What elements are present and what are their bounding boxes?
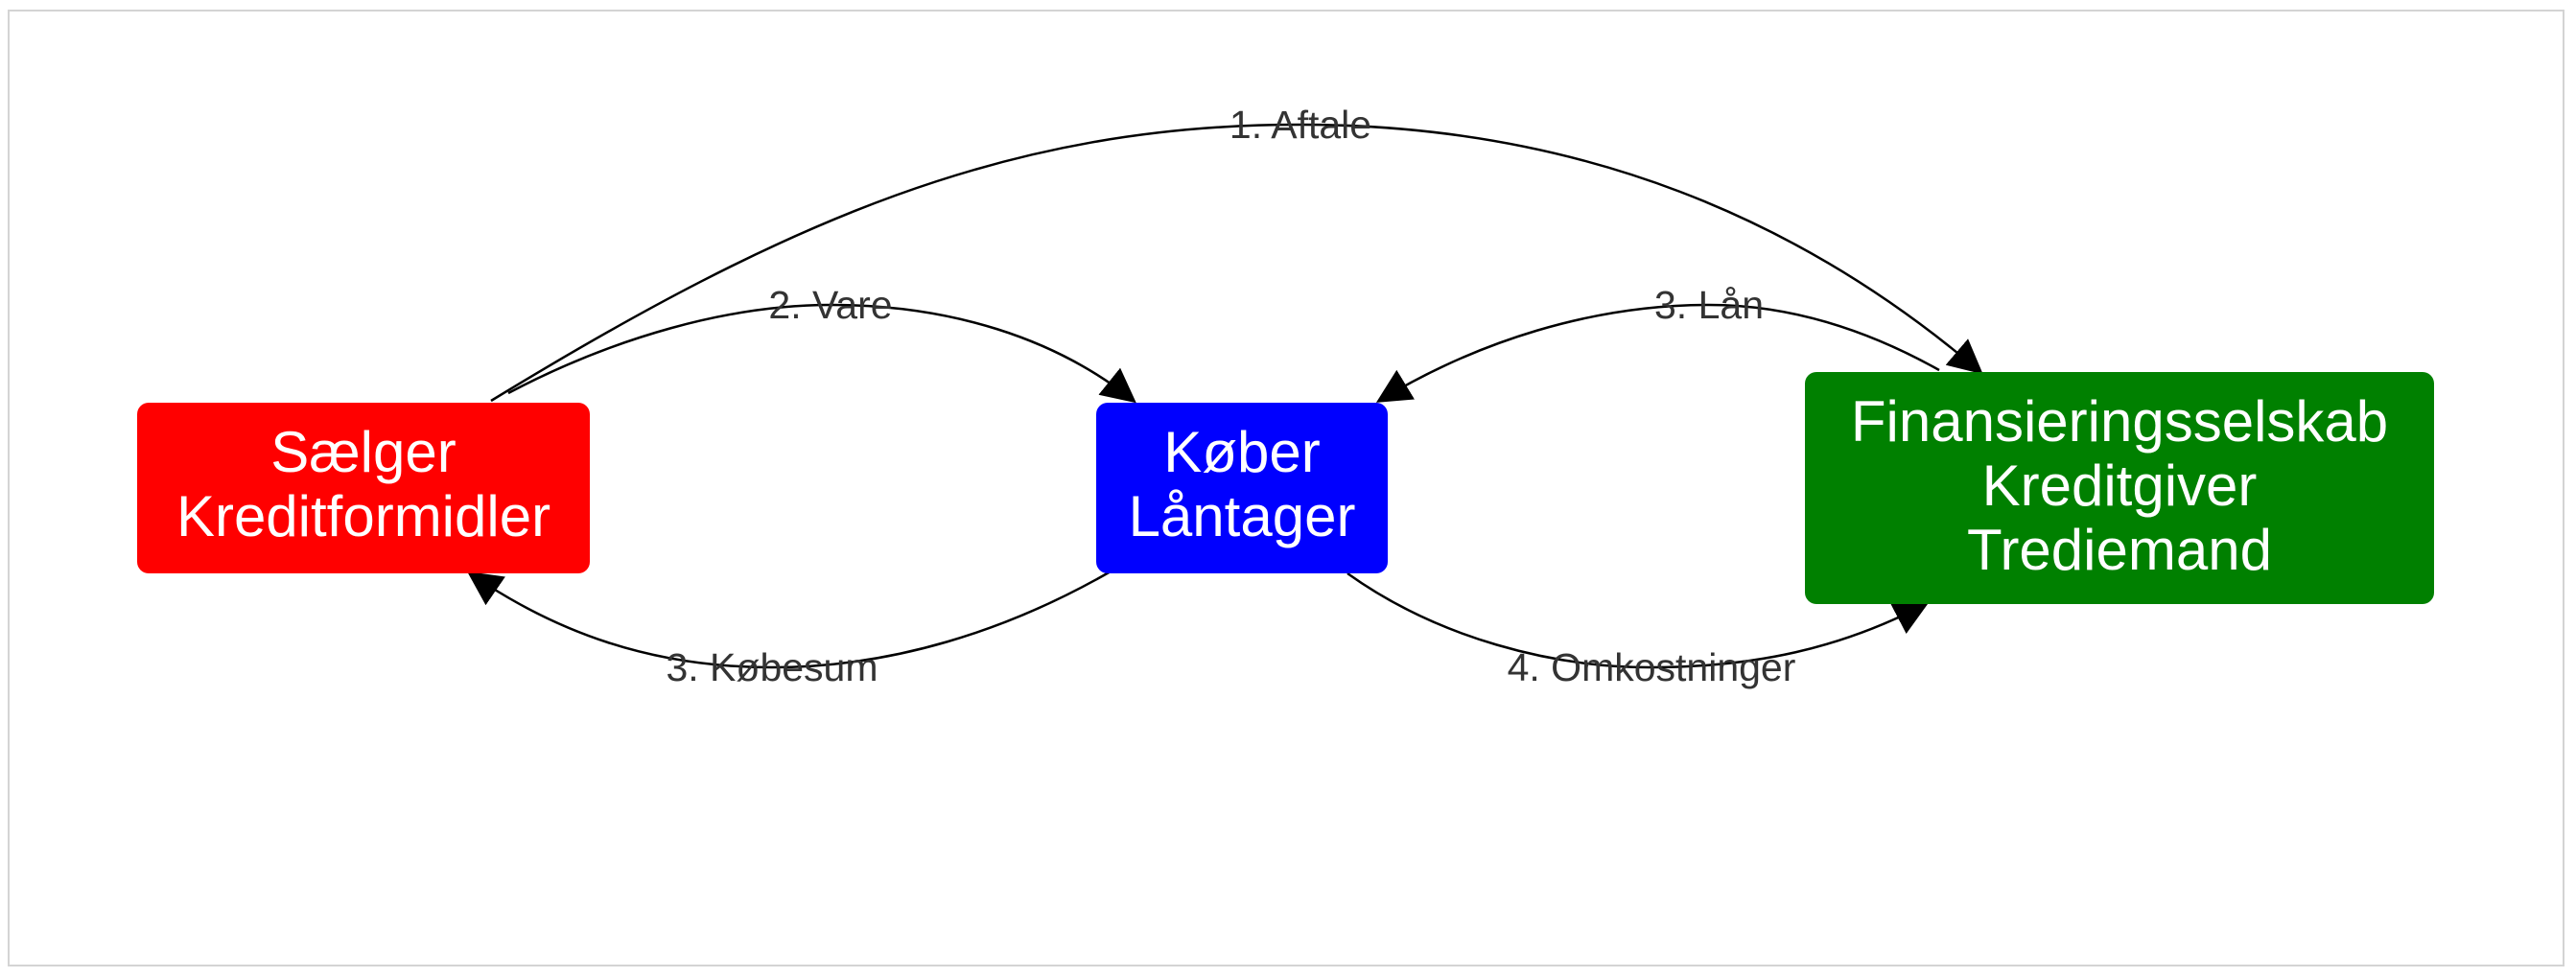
edge-goods: 2. Vare <box>507 283 1136 404</box>
node-buyer-line-2: Låntager <box>1129 484 1356 548</box>
edge-loan-line <box>1375 303 1940 403</box>
edge-agreement-label: 1. Aftale <box>1229 103 1371 147</box>
node-seller[interactable]: Sælger Kreditformidler <box>137 403 590 573</box>
edge-agreement-line <box>490 123 1983 403</box>
node-seller-line-2: Kreditformidler <box>176 484 550 548</box>
node-finance-box <box>1805 372 2434 604</box>
edge-agreement: 1. Aftale <box>490 103 1983 403</box>
node-finance[interactable]: Finansieringsselskab Kreditgiver Trediem… <box>1805 372 2434 604</box>
node-buyer-box <box>1096 403 1388 573</box>
node-finance-line-3: Trediemand <box>1967 518 2272 582</box>
node-buyer-line-1: Køber <box>1163 420 1320 484</box>
node-finance-line-1: Finansieringsselskab <box>1851 389 2388 454</box>
edge-goods-line <box>507 303 1136 404</box>
edge-goods-label: 2. Vare <box>768 283 892 327</box>
node-buyer[interactable]: Køber Låntager <box>1096 403 1388 573</box>
edge-loan-label: 3. Lån <box>1654 283 1764 327</box>
edge-loan: 3. Lån <box>1375 283 1940 403</box>
edge-costs-label: 4. Omkostninger <box>1508 645 1796 689</box>
edge-purchase-label: 3. Købesum <box>666 645 878 689</box>
node-finance-line-2: Kreditgiver <box>1982 454 2258 518</box>
node-seller-box <box>137 403 590 573</box>
edge-costs-line <box>1347 571 1930 669</box>
edge-costs: 4. Omkostninger <box>1347 571 1930 689</box>
node-seller-line-1: Sælger <box>270 420 456 484</box>
edge-purchase: 3. Købesum <box>467 570 1112 689</box>
edge-purchase-line <box>467 570 1112 669</box>
